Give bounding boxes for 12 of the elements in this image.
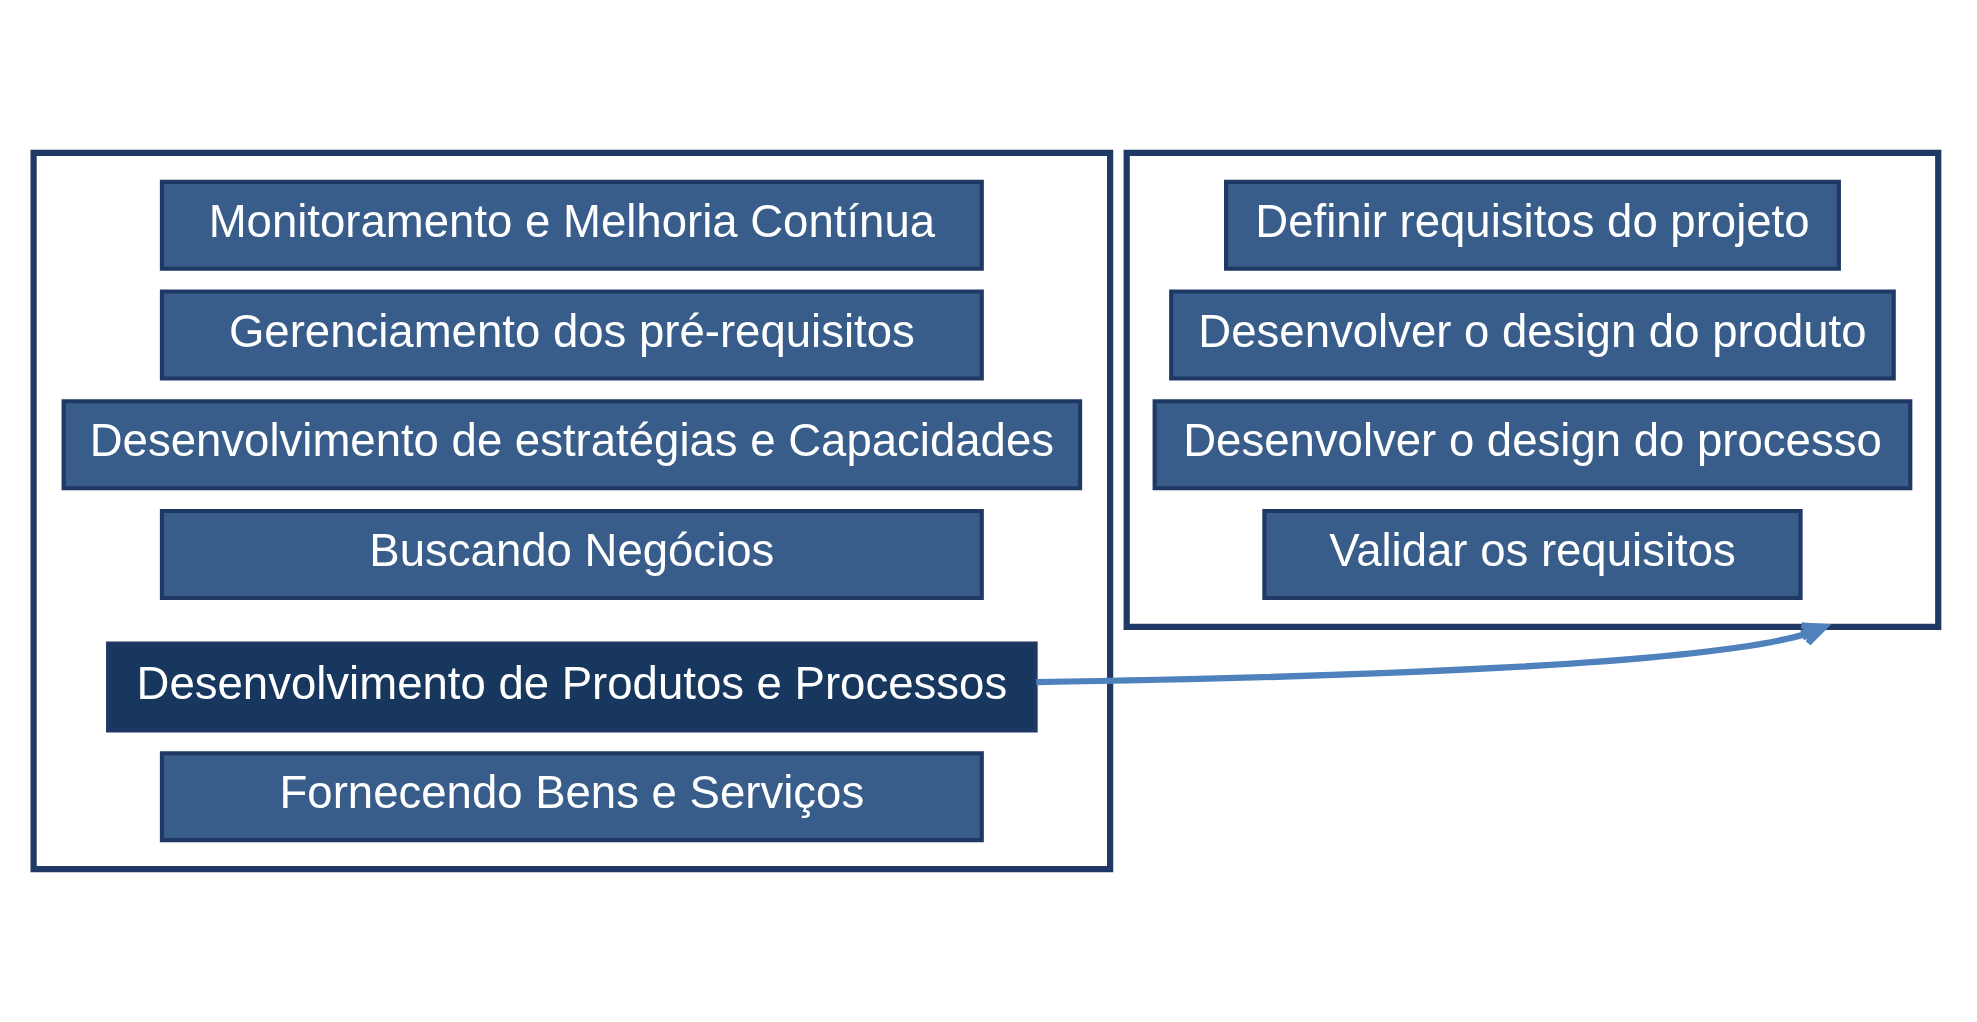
node-box: Desenvolver o design do produto [1169, 289, 1896, 381]
node-box: Gerenciamento dos pré-requisitos [159, 289, 984, 381]
node-box: Desenvolvimento de Produtos e Processos [106, 641, 1038, 733]
cluster [1123, 149, 1942, 631]
node-box: Monitoramento e Melhoria Contínua [159, 179, 984, 271]
cluster [30, 149, 1114, 873]
node-box: Desenvolvimento de estratégias e Capacidades [61, 399, 1083, 491]
node-box: Validar os requisitos [1262, 508, 1803, 601]
node-box: Desenvolver o design do processo [1152, 399, 1913, 491]
node-box: Buscando Negócios [159, 508, 984, 601]
node-box: Fornecendo Bens e Serviços [159, 751, 984, 843]
node-box: Definir requisitos do projeto [1224, 179, 1841, 271]
